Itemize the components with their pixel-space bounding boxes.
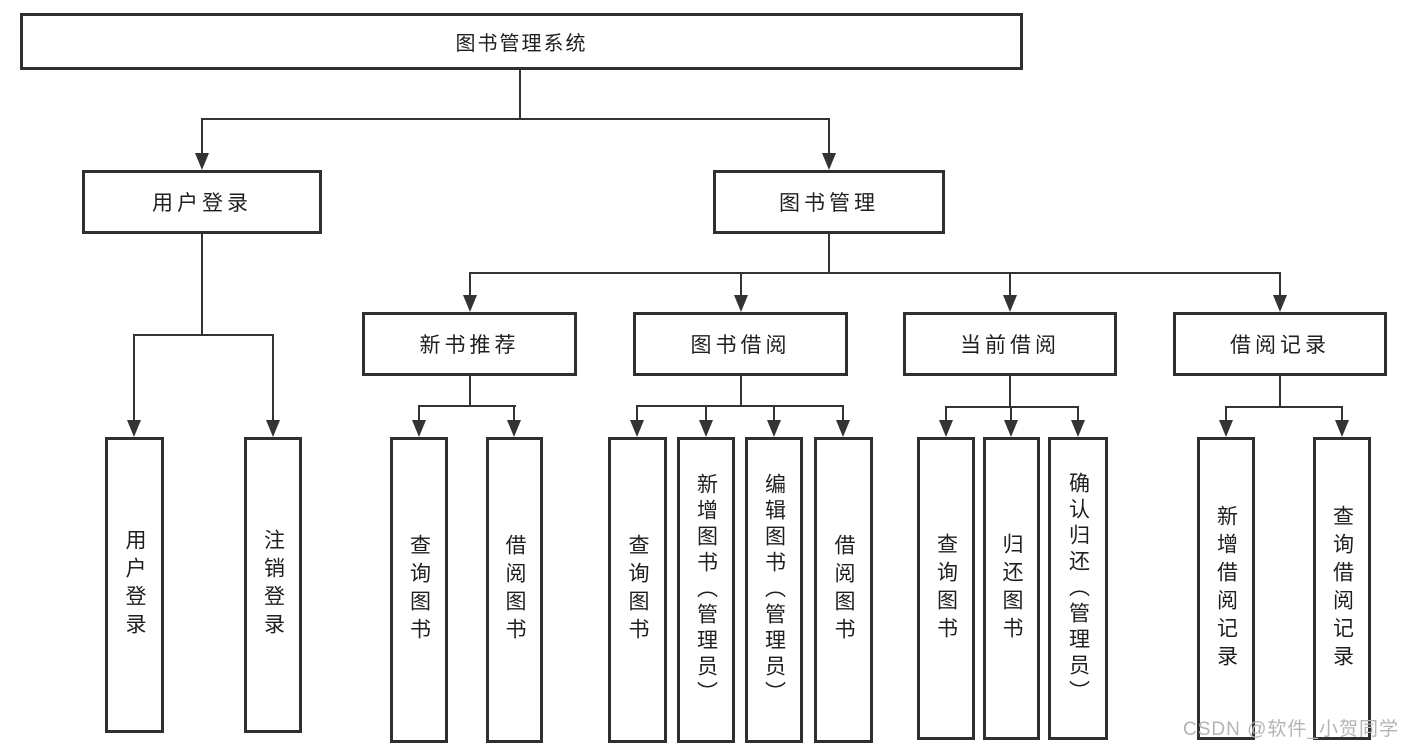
node-label: 用户登录	[123, 529, 147, 641]
node-label: 查询图书	[407, 534, 431, 646]
node-label: 借阅记录	[1230, 334, 1330, 357]
arrow-down-icon	[699, 420, 713, 437]
node-label: 图书管理	[779, 192, 879, 215]
arrow-down-icon	[463, 295, 477, 312]
arrow-down-icon	[195, 153, 209, 170]
connector-line	[133, 334, 274, 336]
node-label: 注销登录	[261, 529, 285, 641]
arrow-down-icon	[767, 420, 781, 437]
node-label: 查询图书	[626, 534, 650, 646]
connector-line	[469, 272, 471, 299]
connector-line	[1225, 406, 1343, 408]
connector-line	[519, 69, 521, 119]
connector-line	[740, 272, 742, 299]
watermark: CSDN @软件_小贺同学	[1183, 719, 1399, 740]
node-query-books-borrowing: 查询图书	[608, 437, 667, 743]
connector-line	[1279, 376, 1281, 408]
node-label: 借阅图书	[503, 534, 527, 646]
node-logout: 注销登录	[244, 437, 302, 733]
arrow-down-icon	[630, 420, 644, 437]
arrow-down-icon	[1335, 420, 1349, 437]
connector-line	[636, 405, 638, 425]
node-label: 图书管理系统	[455, 33, 588, 55]
node-library-system: 图书管理系统	[20, 13, 1023, 70]
node-label: 新增借阅记录	[1214, 504, 1238, 673]
connector-line	[842, 405, 844, 425]
node-label: 当前借阅	[960, 334, 1060, 357]
connector-line	[705, 405, 707, 425]
node-current-borrowing: 当前借阅	[903, 312, 1117, 376]
arrow-down-icon	[734, 295, 748, 312]
connector-line	[418, 405, 420, 425]
arrow-down-icon	[507, 420, 521, 437]
node-label: 借阅图书	[832, 534, 856, 646]
node-borrowing-records: 借阅记录	[1173, 312, 1387, 376]
node-label: 查询借阅记录	[1330, 504, 1354, 673]
node-label: 新增图书（管理员）	[694, 473, 718, 707]
node-label: 归还图书	[1000, 532, 1024, 645]
connector-line	[418, 405, 516, 407]
node-new-book-recommendation: 新书推荐	[362, 312, 577, 376]
node-query-books-recommend: 查询图书	[390, 437, 448, 743]
connector-line	[773, 405, 775, 425]
node-add-books-admin: 新增图书（管理员）	[677, 437, 735, 743]
arrow-down-icon	[1273, 295, 1287, 312]
connector-line	[1225, 406, 1227, 425]
arrow-down-icon	[266, 420, 280, 437]
node-add-borrow-record: 新增借阅记录	[1197, 437, 1255, 740]
connector-line	[636, 405, 844, 407]
connector-line	[828, 234, 830, 274]
connector-line	[201, 234, 203, 336]
node-borrow-books-leaf: 借阅图书	[814, 437, 873, 743]
node-return-books: 归还图书	[983, 437, 1040, 740]
node-book-management: 图书管理	[713, 170, 945, 234]
arrow-down-icon	[1003, 295, 1017, 312]
connector-line	[201, 118, 203, 158]
arrow-down-icon	[1071, 420, 1085, 437]
node-query-borrow-record: 查询借阅记录	[1313, 437, 1371, 740]
node-confirm-return-admin: 确认归还（管理员）	[1048, 437, 1108, 740]
node-label: 查询图书	[934, 532, 958, 645]
connector-line	[1009, 376, 1011, 408]
node-edit-books-admin: 编辑图书（管理员）	[745, 437, 803, 743]
arrow-down-icon	[412, 420, 426, 437]
connector-line	[1341, 406, 1343, 425]
arrow-down-icon	[822, 153, 836, 170]
arrow-down-icon	[127, 420, 141, 437]
connector-line	[945, 406, 947, 425]
connector-line	[272, 334, 274, 424]
connector-line	[469, 272, 1281, 274]
node-label: 新书推荐	[419, 334, 520, 357]
node-book-borrowing: 图书借阅	[633, 312, 848, 376]
node-borrow-books-recommend: 借阅图书	[486, 437, 543, 743]
connector-line	[1009, 272, 1011, 299]
connector-line	[201, 118, 830, 120]
node-label: 图书借阅	[690, 334, 791, 357]
connector-line	[1010, 406, 1012, 425]
node-label: 确认归还（管理员）	[1066, 471, 1090, 706]
connector-line	[828, 118, 830, 158]
arrow-down-icon	[1219, 420, 1233, 437]
node-label: 用户登录	[152, 192, 252, 215]
node-user-login: 用户登录	[82, 170, 322, 234]
connector-line	[133, 334, 135, 424]
connector-line	[513, 405, 515, 425]
arrow-down-icon	[836, 420, 850, 437]
connector-line	[1077, 406, 1079, 425]
node-user-login-leaf: 用户登录	[105, 437, 164, 733]
node-label: 编辑图书（管理员）	[762, 473, 786, 707]
connector-line	[945, 406, 1079, 408]
arrow-down-icon	[939, 420, 953, 437]
connector-line	[1279, 272, 1281, 299]
node-query-books-current: 查询图书	[917, 437, 975, 740]
connector-line	[469, 376, 471, 407]
connector-line	[740, 376, 742, 407]
arrow-down-icon	[1004, 420, 1018, 437]
